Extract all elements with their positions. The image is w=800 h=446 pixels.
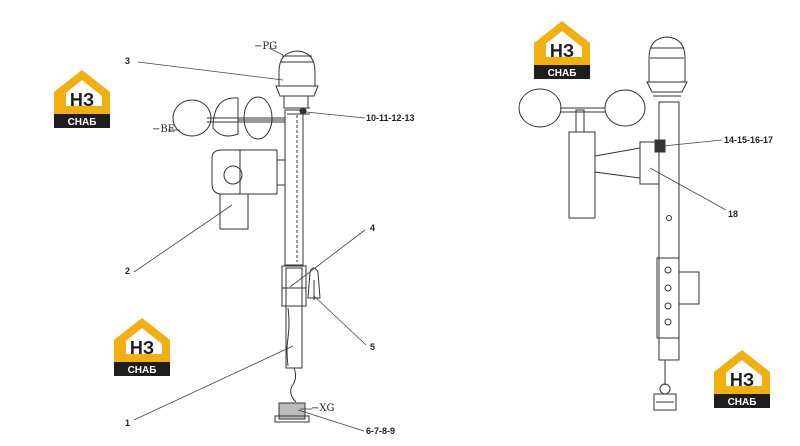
leader-1 xyxy=(133,345,294,421)
tag-xg: −XG xyxy=(311,403,335,414)
callout-6-7-8-9: 6-7-8-9 xyxy=(366,426,396,436)
callout-4: 4 xyxy=(370,223,376,233)
svg-text:СНАБ: СНАБ xyxy=(68,117,97,128)
leader-5 xyxy=(313,295,367,346)
right-sensor-body xyxy=(568,131,596,219)
callout-1: 1 xyxy=(125,418,131,428)
right-cup-1 xyxy=(518,88,562,128)
right-bracket-18 xyxy=(639,141,660,185)
right-side-plate xyxy=(656,257,680,339)
svg-text:СНАБ: СНАБ xyxy=(548,68,577,79)
svg-text:НЗ: НЗ xyxy=(550,41,574,61)
left-assembly xyxy=(172,50,321,423)
leader-4 xyxy=(289,229,366,288)
right-assembly xyxy=(518,36,700,411)
leader-2 xyxy=(133,204,233,273)
right-mast xyxy=(658,101,680,361)
callout-2: 2 xyxy=(125,266,131,276)
right-lamp xyxy=(648,36,686,83)
callout-10-11-12-13: 10-11-12-13 xyxy=(366,113,415,123)
right-base xyxy=(653,393,677,411)
leader-3 xyxy=(137,61,284,81)
callout-5: 5 xyxy=(370,342,376,352)
right-cup-2 xyxy=(604,89,646,127)
hz-snab-logo-icon: НЗ СНАБ xyxy=(714,350,770,408)
left-cup-1 xyxy=(172,99,212,137)
left-mast-lower xyxy=(285,267,303,369)
leader-6 xyxy=(297,409,365,432)
svg-text:СНАБ: СНАБ xyxy=(128,365,157,376)
leader-18 xyxy=(649,167,727,211)
left-clamp xyxy=(281,265,307,307)
leader-pg xyxy=(268,47,284,56)
logo-bottom-left: НЗ СНАБ xyxy=(110,314,174,378)
left-lamp xyxy=(278,50,316,87)
tag-be: −BE xyxy=(152,124,176,135)
left-cable xyxy=(290,367,297,403)
logo-top-left: НЗ СНАБ xyxy=(50,66,114,130)
tag-pg: −PG xyxy=(254,41,278,52)
logo-top-center: НЗ СНАБ xyxy=(530,17,594,81)
callout-3: 3 xyxy=(125,56,131,66)
leader-14 xyxy=(662,139,723,147)
logo-bottom-right: НЗ СНАБ xyxy=(710,346,774,410)
svg-text:НЗ: НЗ xyxy=(730,370,754,390)
left-cup-3 xyxy=(212,97,239,137)
left-sensor-body xyxy=(219,193,249,230)
svg-text:НЗ: НЗ xyxy=(70,90,94,110)
leader-10 xyxy=(305,111,366,119)
svg-text:НЗ: НЗ xyxy=(130,338,154,358)
left-base-xg xyxy=(278,402,306,420)
callout-18: 18 xyxy=(728,209,739,219)
hz-snab-logo-icon: НЗ СНАБ xyxy=(114,318,170,376)
hz-snab-logo-icon: НЗ СНАБ xyxy=(534,21,590,79)
left-sensor-housing xyxy=(211,149,278,195)
left-connector xyxy=(307,267,321,299)
left-mast-upper xyxy=(284,109,304,266)
hz-snab-logo-icon: НЗ СНАБ xyxy=(54,70,110,128)
svg-text:СНАБ: СНАБ xyxy=(728,397,757,408)
callout-14-15-16-17: 14-15-16-17 xyxy=(724,135,774,145)
left-bracket-10 xyxy=(299,107,307,115)
